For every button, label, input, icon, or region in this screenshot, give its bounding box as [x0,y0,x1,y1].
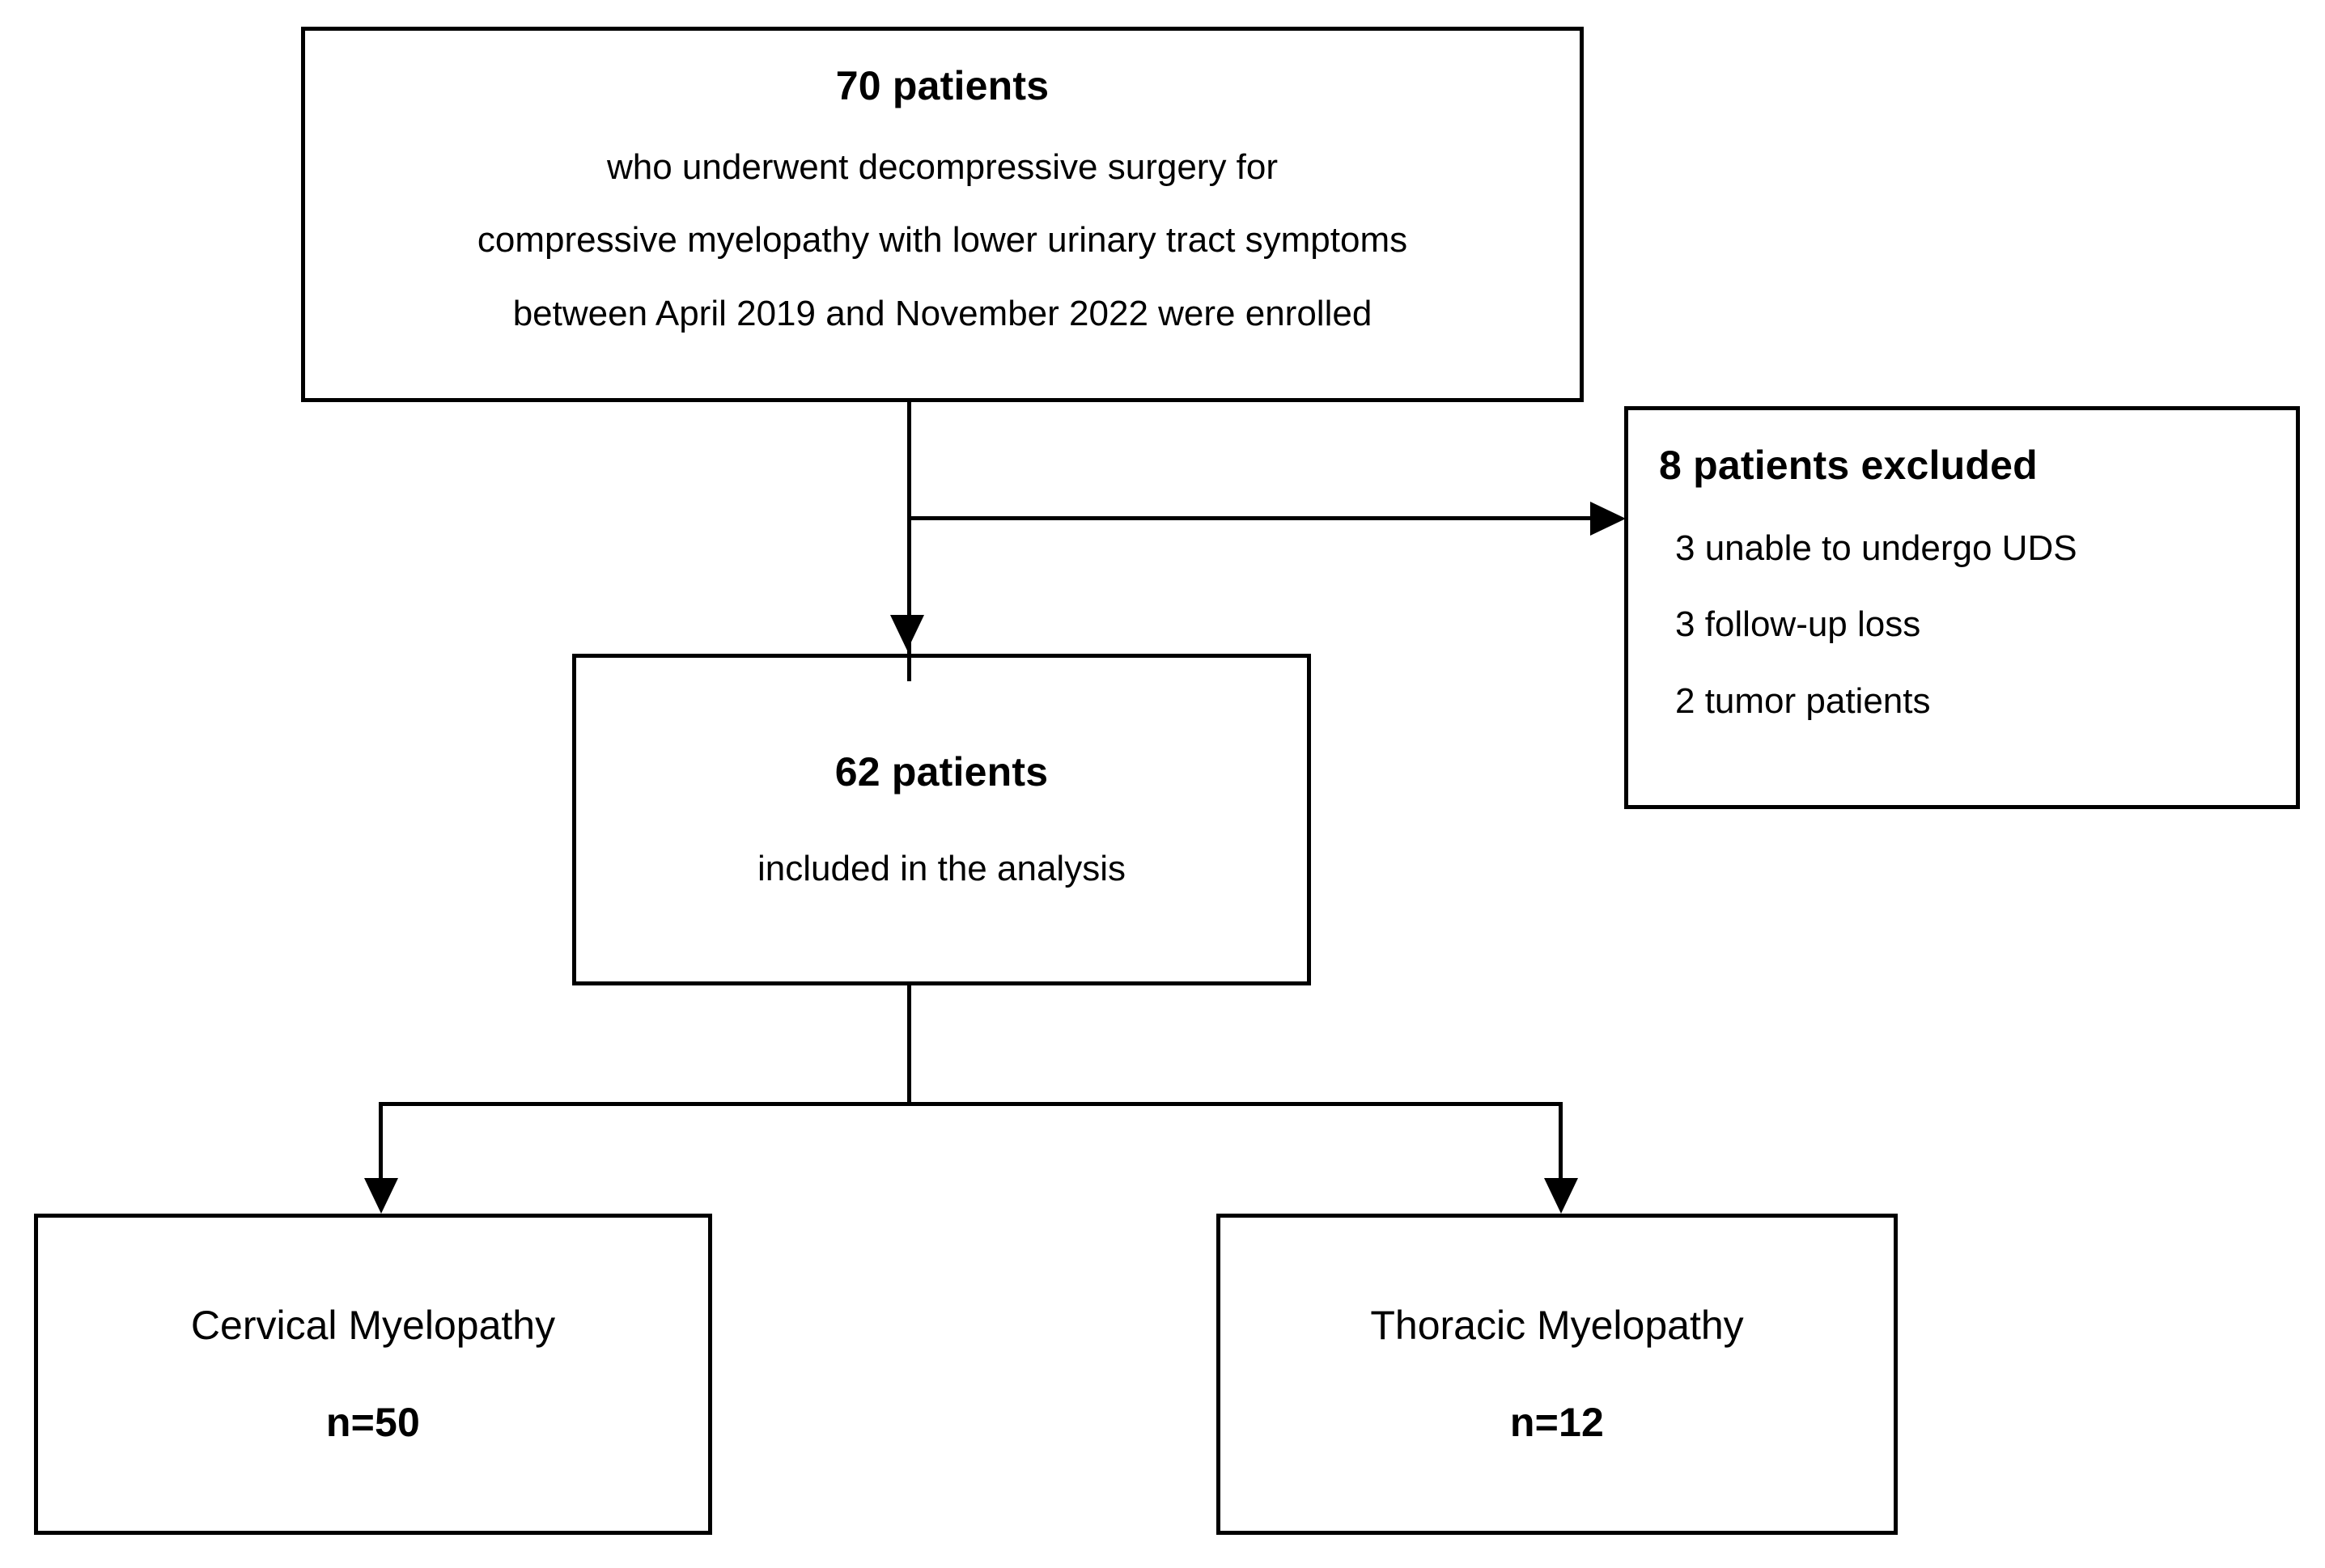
excluded-reason-3: 2 tumor patients [1675,680,1931,721]
node-thoracic-myelopathy: Thoracic Myelopathy n=12 [1216,1214,1898,1535]
connector-split-to-cervical [379,1102,383,1209]
cervical-group-name: Cervical Myelopathy [190,1303,556,1348]
arrowhead-to-excluded [1590,502,1626,536]
node-excluded-patients: 8 patients excluded 3 unable to undergo … [1624,406,2300,809]
cervical-group-count: n=50 [325,1399,421,1445]
connector-included-to-split [907,985,911,1104]
excluded-headline: 8 patients excluded [1659,443,2038,488]
excluded-reason-2: 3 follow-up loss [1675,604,1921,645]
connector-enrolled-to-excluded [907,516,1593,520]
enrolled-line-2: compressive myelopathy with lower urinar… [477,220,1408,261]
enrolled-headline: 70 patients [835,63,1050,108]
enrolled-line-1: who underwent decompressive surgery for [606,146,1279,187]
connector-enrolled-to-included [907,402,911,681]
connector-split-to-thoracic [1559,1102,1563,1209]
included-subline: included in the analysis [757,849,1126,889]
excluded-reason-1: 3 unable to undergo UDS [1675,528,2077,568]
connector-split-bar [379,1102,1563,1106]
arrowhead-to-thoracic [1544,1178,1578,1214]
node-enrolled-patients: 70 patients who underwent decompressive … [301,27,1584,402]
arrowhead-to-cervical [364,1178,398,1214]
node-included-patients: 62 patients included in the analysis [572,654,1311,985]
thoracic-group-name: Thoracic Myelopathy [1370,1303,1744,1348]
included-headline: 62 patients [834,748,1049,795]
node-cervical-myelopathy: Cervical Myelopathy n=50 [34,1214,712,1535]
arrowhead-to-included [890,615,924,651]
thoracic-group-count: n=12 [1509,1399,1605,1445]
enrolled-line-3: between April 2019 and November 2022 wer… [512,293,1373,333]
